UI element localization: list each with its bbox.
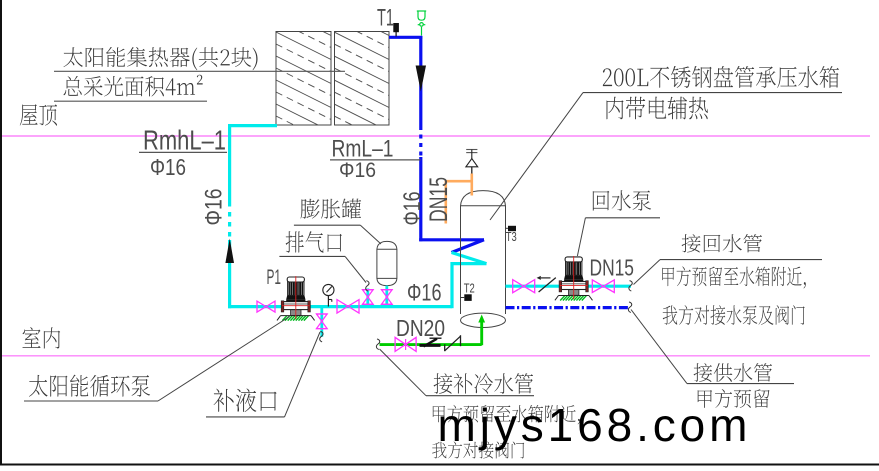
svg-text:Φ16: Φ16 — [407, 280, 442, 307]
svg-text:Φ16: Φ16 — [150, 154, 186, 180]
svg-text:DN15: DN15 — [425, 177, 453, 222]
svg-text:DN15: DN15 — [590, 255, 635, 281]
svg-text:T3: T3 — [506, 229, 517, 244]
svg-text:DN20: DN20 — [396, 315, 445, 341]
svg-text:P1: P1 — [267, 265, 282, 289]
svg-text:Φ16: Φ16 — [201, 189, 228, 226]
svg-text:T2: T2 — [464, 281, 475, 296]
svg-text:mjys168.com: mjys168.com — [438, 399, 752, 451]
svg-text:RmL–1: RmL–1 — [332, 136, 394, 163]
svg-text:Φ16: Φ16 — [399, 192, 426, 226]
svg-text:Φ16: Φ16 — [339, 158, 376, 182]
svg-text:T1: T1 — [377, 5, 394, 32]
svg-text:RmhL–1: RmhL–1 — [143, 125, 226, 156]
